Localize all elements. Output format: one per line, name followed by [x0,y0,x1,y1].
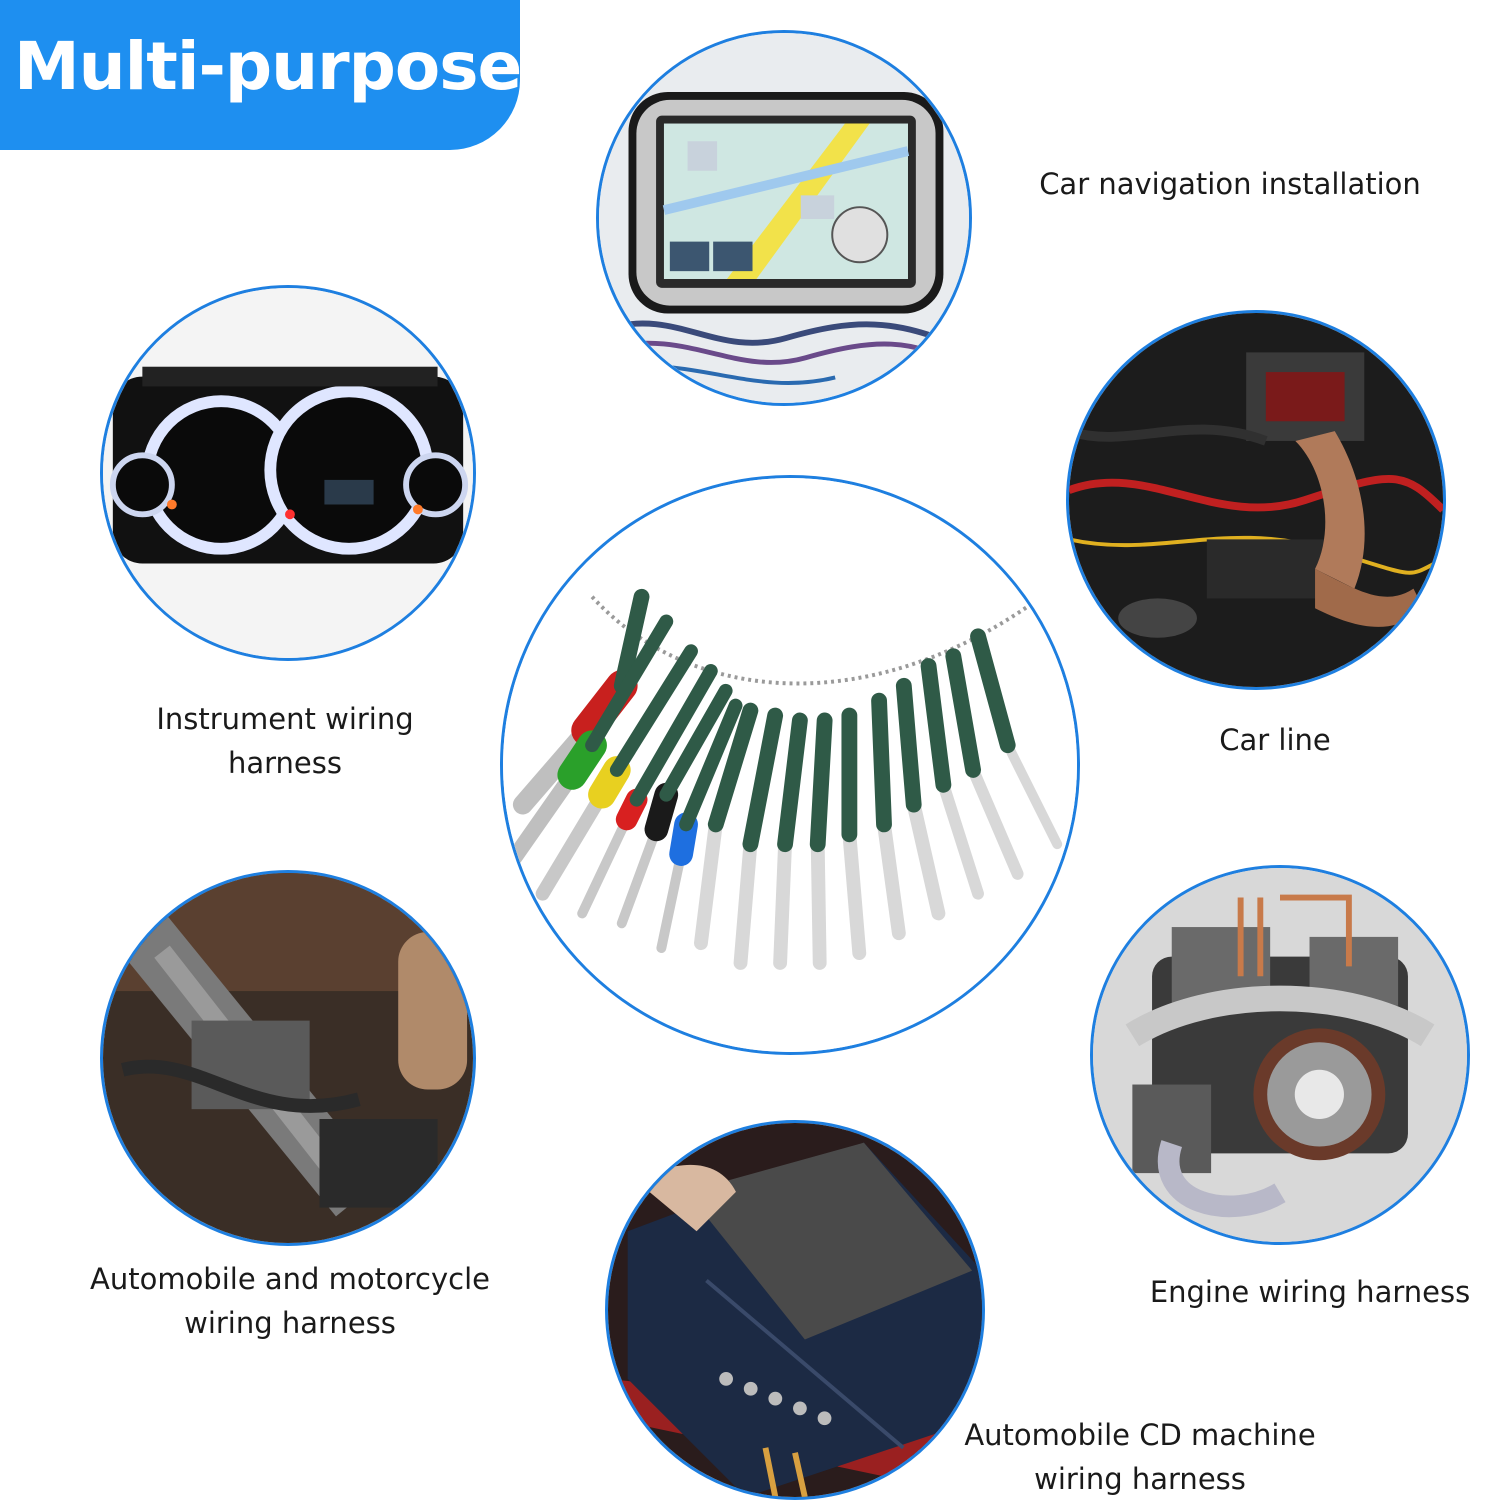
engine-photo [1090,865,1470,1245]
instrument-cluster-photo [100,285,476,661]
header-banner: Multi-purpose [0,0,522,150]
amplifier-photo [605,1120,985,1500]
caption-engine-wiring: Engine wiring harness [1149,1275,1471,1309]
car-wiring-photo [1066,310,1446,690]
caption-instrument-wiring: Instrument wiring harness [156,702,414,780]
caption-car-navigation: Car navigation installation [1039,167,1421,201]
motorcycle-engine-photo [100,870,476,1246]
car-navigation-photo [596,30,972,406]
terminal-removal-tool-set-photo [500,475,1080,1055]
caption-automobile-motorcycle: Automobile and motorcycle wiring harness [89,1262,491,1340]
caption-automobile-cd-machine: Automobile CD machine wiring harness [964,1418,1316,1496]
page-title: Multi-purpose [14,28,522,105]
caption-car-line: Car line [1219,723,1331,757]
